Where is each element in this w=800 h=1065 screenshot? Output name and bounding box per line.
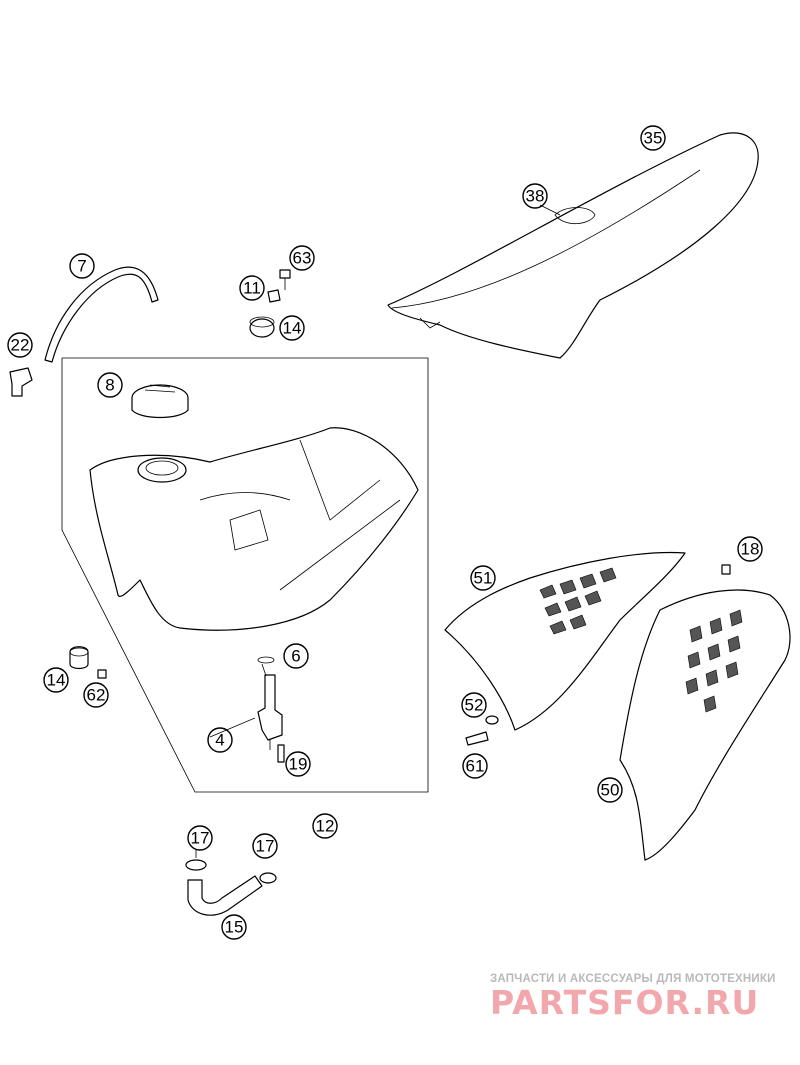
svg-text:19: 19 [289,755,308,774]
callout-4: 4 [207,727,233,753]
svg-text:38: 38 [526,187,545,206]
svg-text:61: 61 [466,757,485,776]
callout-6: 6 [283,643,309,669]
screw-61-part [465,731,489,746]
elbow-fitting-part [9,367,33,397]
fuel-hose-part [187,875,263,916]
svg-text:17: 17 [256,837,275,856]
callout-14-lower: 14 [43,667,69,693]
callout-8: 8 [97,372,123,398]
callout-18: 18 [737,536,763,562]
callout-51: 51 [470,565,496,591]
callout-14-top: 14 [279,315,305,341]
washer-52-part [485,715,499,725]
callout-63: 63 [289,245,315,271]
callout-61: 61 [462,753,488,779]
svg-text:8: 8 [105,376,114,395]
svg-text:52: 52 [465,696,484,715]
svg-text:15: 15 [225,918,244,937]
leader-lines [195,204,561,858]
callout-17-right: 17 [252,833,278,859]
svg-text:11: 11 [243,279,261,298]
callout-19: 19 [285,751,311,777]
screw-63-part [279,269,291,290]
svg-text:14: 14 [47,671,66,690]
o-ring-part [257,656,275,664]
fuel-tap-part [257,674,283,750]
screw-62-part [97,669,107,679]
fuel-tank-kit-outline [61,357,429,793]
bushing-14-top-part [249,316,275,338]
callout-17-left: 17 [187,825,213,851]
svg-text:6: 6 [291,647,300,666]
vent-hose-part [44,266,159,363]
nut-11-part [267,289,281,303]
callout-38: 38 [522,183,548,209]
watermark-tagline: ЗАПЧАСТИ И АКСЕССУАРЫ ДЛЯ МОТОТЕХНИКИ [490,973,776,985]
callout-52: 52 [461,692,487,718]
callout-50: 50 [597,777,623,803]
svg-text:12: 12 [316,817,335,836]
callout-7: 7 [69,253,95,279]
svg-text:17: 17 [191,829,210,848]
watermark-logo: PARTSFOR.RU [490,983,760,1022]
spoiler-right-part [619,589,791,861]
hose-clamp-left-part [185,859,207,871]
svg-text:22: 22 [11,336,30,355]
svg-text:63: 63 [293,249,312,268]
svg-text:51: 51 [474,569,493,588]
callout-12: 12 [312,813,338,839]
fuel-tank-part [89,427,419,631]
callout-35: 35 [640,125,666,151]
svg-text:62: 62 [87,686,106,705]
svg-text:35: 35 [644,129,663,148]
callout-15: 15 [221,914,247,940]
screw-19-part [277,744,285,763]
svg-text:14: 14 [283,319,302,338]
callout-62: 62 [83,682,109,708]
spoiler-left-part [444,551,686,731]
callout-22: 22 [7,332,33,358]
hose-clamp-right-part [259,872,277,884]
svg-text:18: 18 [741,540,760,559]
callout-11: 11 [239,275,265,301]
svg-text:4: 4 [215,731,224,750]
seat-part [387,132,759,359]
svg-text:7: 7 [77,257,86,276]
bushing-14-lower-part [69,646,89,670]
svg-text:50: 50 [601,781,620,800]
screw-18-part [721,564,731,575]
fuel-cap-part [131,384,189,419]
